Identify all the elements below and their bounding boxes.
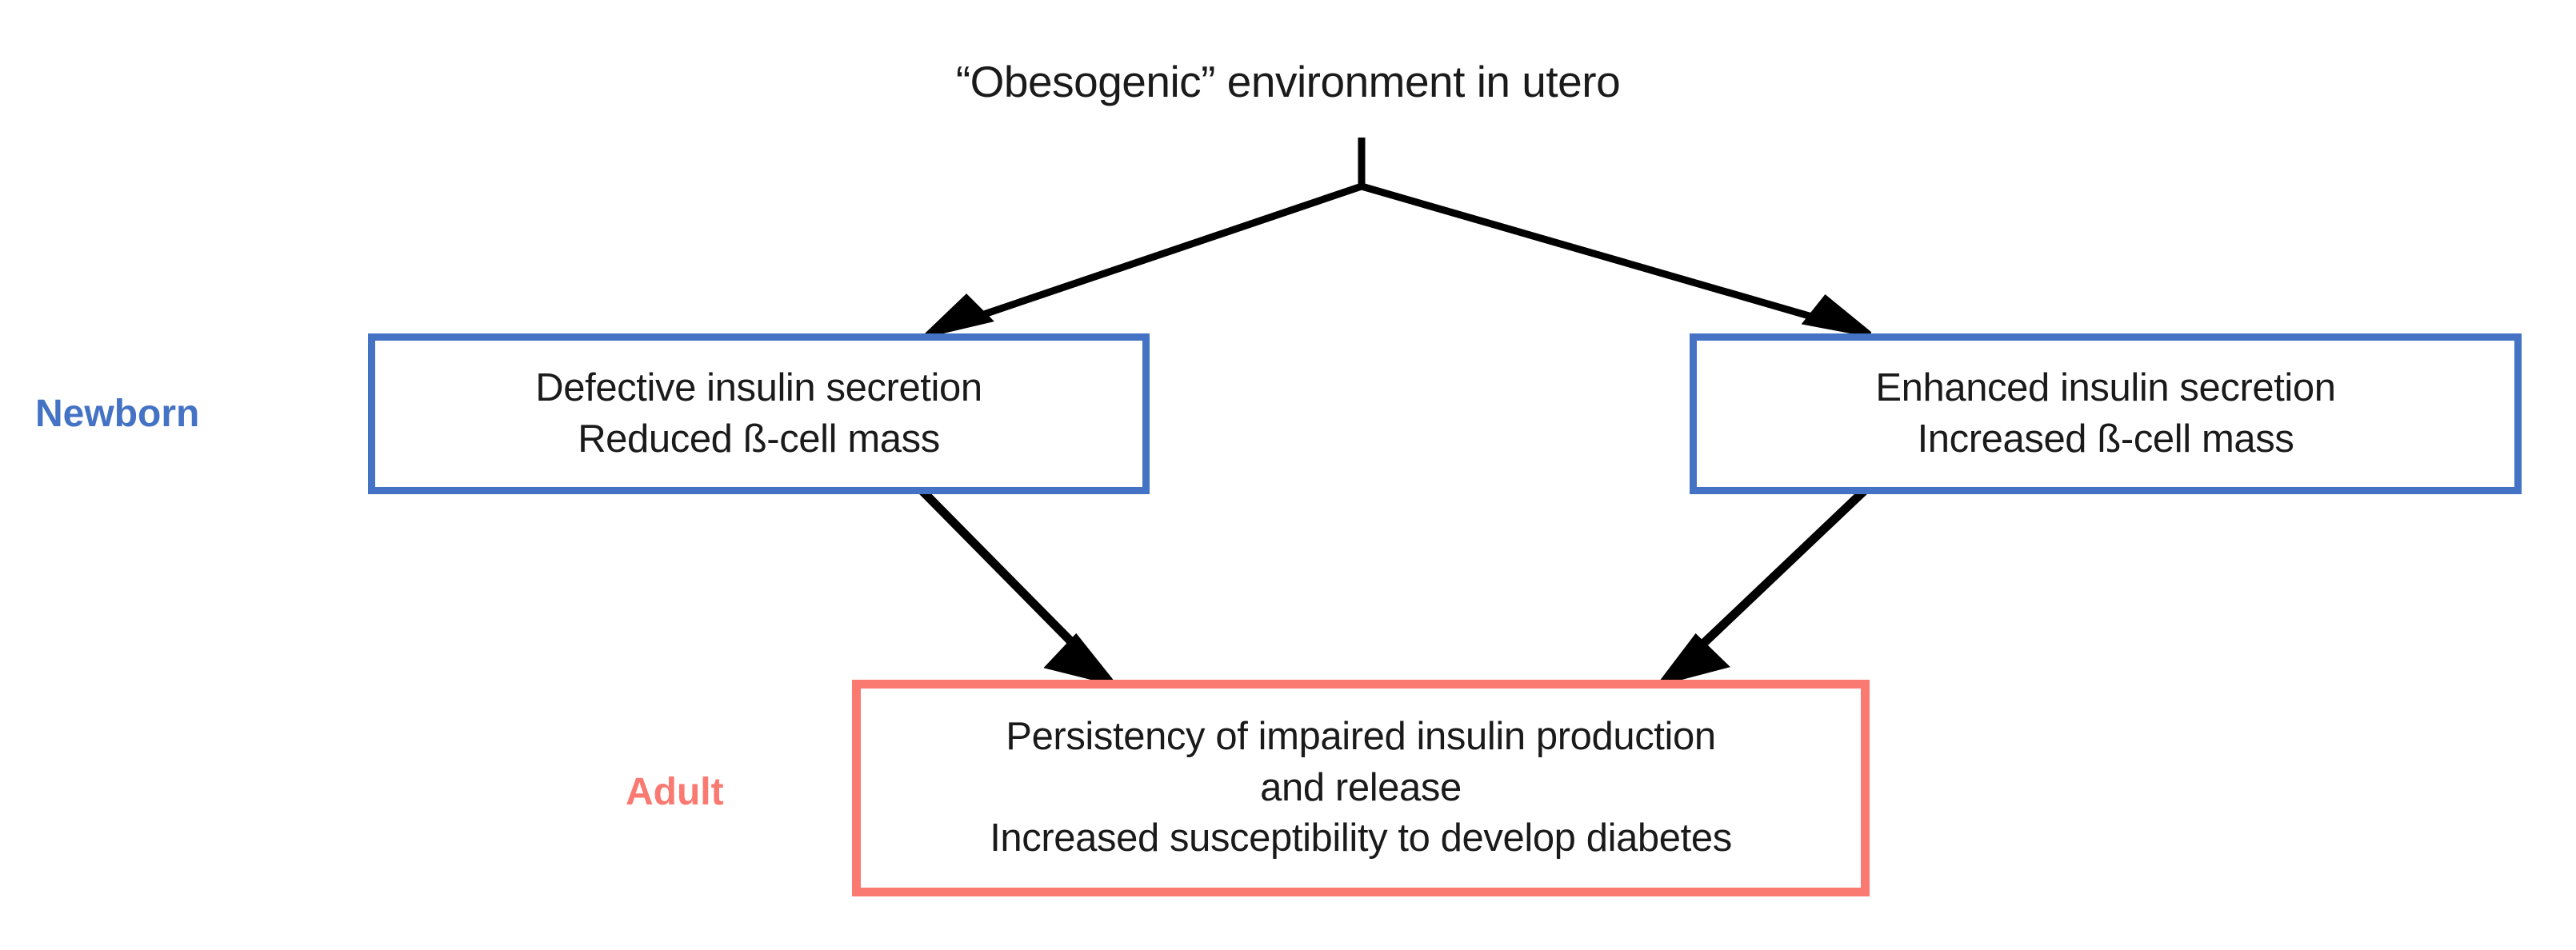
node-persistency-impaired-insulin: Persistency of impaired insulin producti… [852, 680, 1870, 896]
node-line: Persistency of impaired insulin producti… [1006, 714, 1716, 758]
stage-label-adult: Adult [626, 771, 724, 813]
arrow-newborn-right-to-adult [1654, 488, 1867, 687]
diagram-title: “Obesogenic” environment in utero [955, 57, 1621, 106]
node-line: and release [1260, 765, 1462, 809]
node-line: Defective insulin secretion [535, 365, 982, 409]
arrow-newborn-left-to-adult [919, 488, 1119, 687]
stage-label-newborn: Newborn [35, 393, 200, 435]
node-line: Increased ß-cell mass [1917, 417, 2294, 461]
node-line: Reduced ß-cell mass [578, 417, 940, 461]
node-enhanced-insulin-secretion: Enhanced insulin secretion Increased ß-c… [1690, 333, 2522, 494]
node-line: Increased susceptibility to develop diab… [990, 816, 1732, 860]
arrow-utero-to-newborn-right [1360, 182, 1872, 337]
node-defective-insulin-secretion: Defective insulin secretion Reduced ß-ce… [368, 333, 1150, 494]
arrow-utero-to-newborn-left [918, 182, 1363, 340]
node-line: Enhanced insulin secretion [1875, 365, 2336, 409]
